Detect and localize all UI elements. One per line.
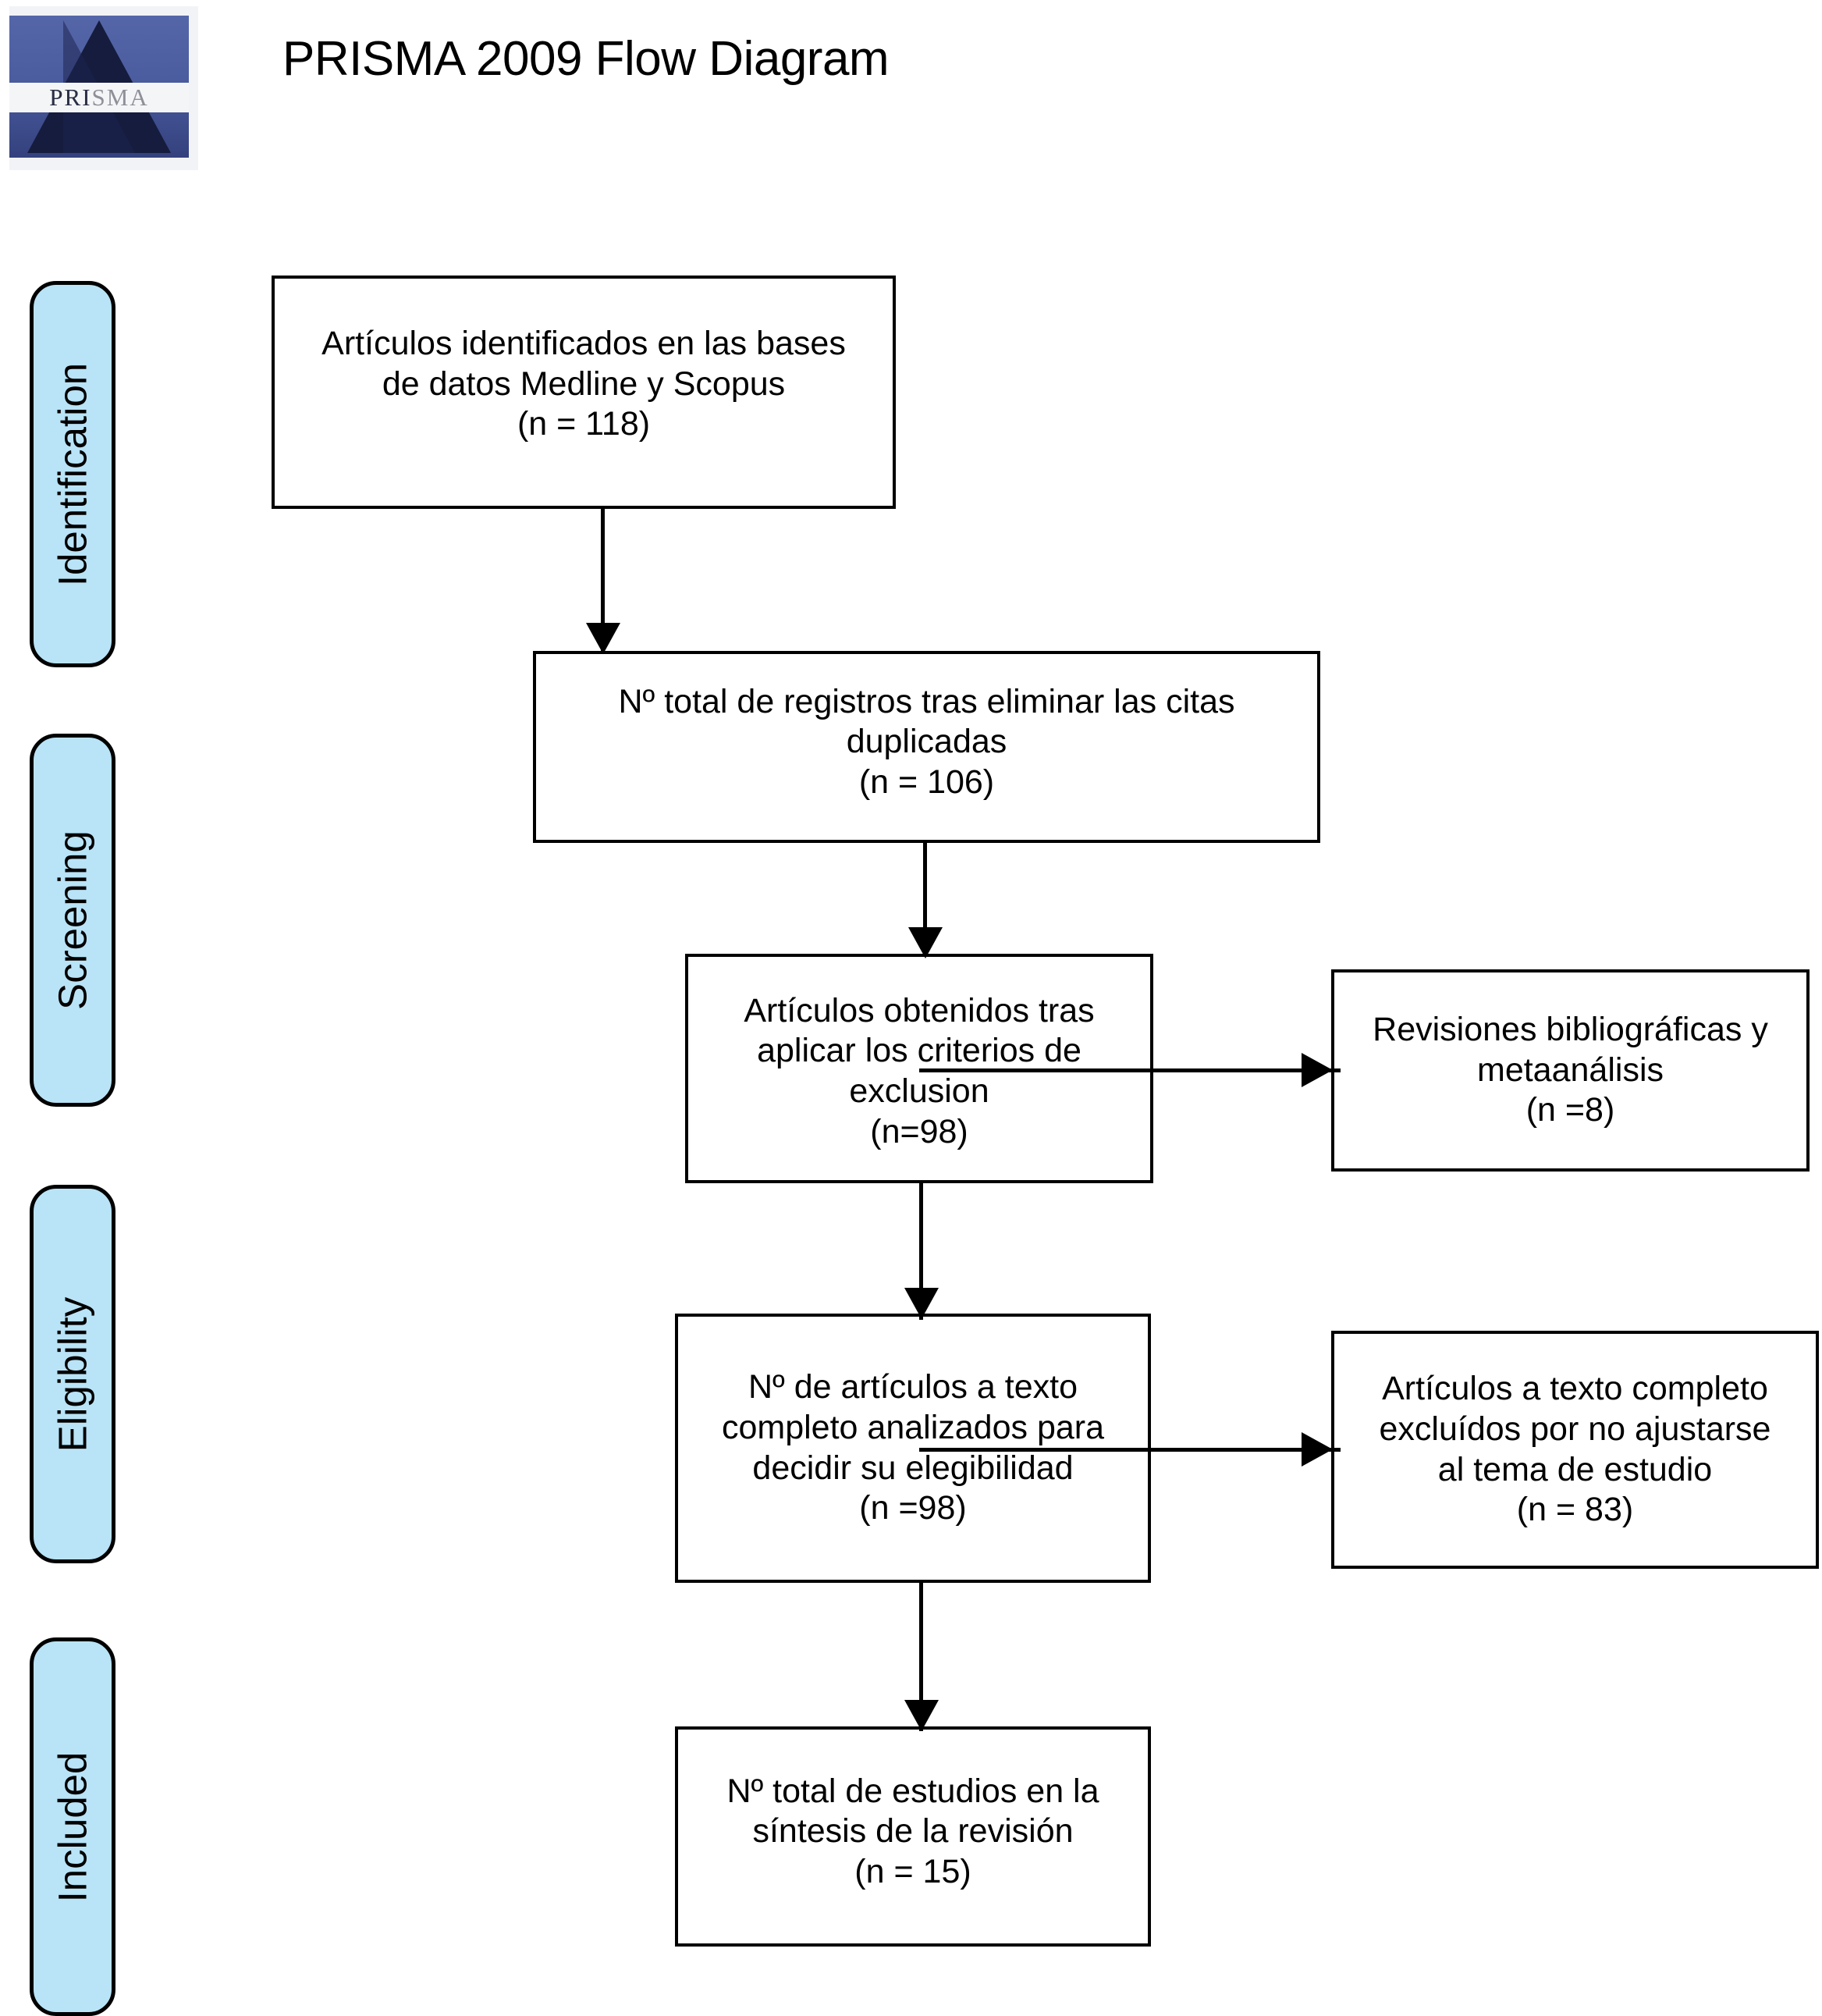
stage-label-identification-text: Identification bbox=[50, 362, 95, 586]
text-line: Nº total de registros tras eliminar las … bbox=[618, 682, 1235, 720]
text-line: duplicadas bbox=[846, 723, 1007, 761]
text-line: Artículos a texto completo bbox=[1382, 1370, 1768, 1408]
page-title: PRISMA 2009 Flow Diagram bbox=[282, 32, 890, 86]
flow-box-reviews-and-metaanalyses-excluded-text: Revisiones bibliográficas y metaanálisis… bbox=[1373, 1010, 1768, 1131]
prisma-wordmark-overlay: PRISMA bbox=[9, 83, 90, 112]
flow-box-full-text-excluded-off-topic-text: Artículos a texto completo excluídos por… bbox=[1380, 1369, 1771, 1530]
text-line: metaanálisis bbox=[1477, 1051, 1664, 1089]
connector-screened-to-reviews-line bbox=[919, 1068, 1341, 1072]
count-value: (n =8) bbox=[1525, 1091, 1615, 1129]
count-value: (n = 15) bbox=[854, 1852, 971, 1890]
text-line: de datos Medline y Scopus bbox=[382, 364, 786, 403]
text-line: Artículos identificados en las bases bbox=[321, 325, 846, 363]
count-value: (n = 83) bbox=[1516, 1491, 1634, 1529]
text-line: síntesis de la revisión bbox=[752, 1812, 1074, 1851]
arrow-down-icon bbox=[904, 1288, 939, 1319]
text-line: Nº de artículos a texto bbox=[748, 1368, 1078, 1406]
flow-box-records-identified-text: Artículos identificados en las bases de … bbox=[321, 324, 846, 445]
count-value: (n=98) bbox=[870, 1112, 968, 1150]
prisma-wordmark: PRISMA bbox=[49, 84, 149, 111]
flow-box-records-after-duplicates-removed-text: Nº total de registros tras eliminar las … bbox=[619, 682, 1235, 803]
flow-box-studies-included-in-synthesis-text: Nº total de estudios en la síntesis de l… bbox=[726, 1772, 1099, 1893]
text-line: aplicar los criterios de bbox=[757, 1032, 1081, 1070]
arrow-right-icon bbox=[1302, 1432, 1333, 1467]
stage-label-included: Included bbox=[30, 1637, 115, 2016]
text-line: decidir su elegibilidad bbox=[752, 1449, 1074, 1487]
flow-box-records-screened-text: Artículos obtenidos tras aplicar los cri… bbox=[744, 991, 1094, 1152]
text-line: al tema de estudio bbox=[1437, 1450, 1713, 1488]
flow-box-full-text-excluded-off-topic: Artículos a texto completo excluídos por… bbox=[1331, 1331, 1819, 1569]
connector-identified-to-deduplicated-line bbox=[601, 509, 605, 652]
connector-screened-to-eligibility-line bbox=[919, 1183, 923, 1320]
text-line: Artículos obtenidos tras bbox=[744, 991, 1095, 1029]
stage-label-screening: Screening bbox=[30, 734, 115, 1107]
connector-eligibility-to-excluded-line bbox=[919, 1448, 1341, 1452]
arrow-right-icon bbox=[1302, 1053, 1333, 1087]
arrow-down-icon bbox=[908, 927, 943, 958]
flow-box-records-identified: Artículos identificados en las bases de … bbox=[272, 276, 896, 509]
stage-label-identification: Identification bbox=[30, 281, 115, 667]
text-line: exclusion bbox=[849, 1072, 989, 1110]
flow-box-full-text-assessed-for-eligibility-text: Nº de artículos a texto completo analiza… bbox=[722, 1367, 1104, 1528]
arrow-down-icon bbox=[904, 1700, 939, 1731]
arrow-down-icon bbox=[586, 623, 620, 654]
stage-label-screening-text: Screening bbox=[50, 830, 95, 1010]
text-line: Revisiones bibliográficas y bbox=[1373, 1011, 1768, 1049]
connector-eligibility-to-included-line bbox=[919, 1583, 923, 1731]
stage-label-included-text: Included bbox=[50, 1751, 95, 1902]
text-line: completo analizados para bbox=[721, 1408, 1105, 1446]
text-line: excluídos por no ajustarse bbox=[1379, 1410, 1771, 1448]
prisma-logo: PRISMA PRISMA bbox=[9, 6, 198, 170]
stage-label-eligibility-text: Eligibility bbox=[50, 1296, 95, 1452]
prisma-wordmark-band bbox=[9, 83, 189, 112]
connector-deduplicated-to-screened-line bbox=[923, 843, 927, 957]
count-value: (n = 106) bbox=[858, 763, 995, 801]
count-value: (n = 118) bbox=[517, 405, 651, 443]
stage-label-eligibility: Eligibility bbox=[30, 1185, 115, 1563]
flow-box-studies-included-in-synthesis: Nº total de estudios en la síntesis de l… bbox=[675, 1726, 1151, 1947]
text-line: Nº total de estudios en la bbox=[726, 1772, 1099, 1810]
count-value: (n =98) bbox=[859, 1489, 967, 1527]
flow-box-records-after-duplicates-removed: Nº total de registros tras eliminar las … bbox=[533, 651, 1320, 843]
flow-box-reviews-and-metaanalyses-excluded: Revisiones bibliográficas y metaanálisis… bbox=[1331, 969, 1810, 1172]
prisma-logo-plate: PRISMA PRISMA bbox=[9, 16, 189, 158]
